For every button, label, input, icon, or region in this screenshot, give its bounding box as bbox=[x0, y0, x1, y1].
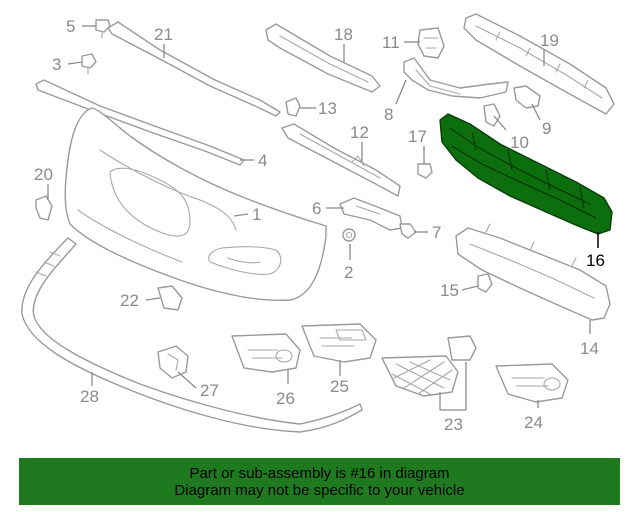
part-18-bracket bbox=[265, 23, 381, 93]
callout-3: 3 bbox=[52, 55, 61, 74]
part-4-molding bbox=[35, 79, 245, 166]
part-5-bolt bbox=[95, 19, 111, 39]
callout-11: 11 bbox=[382, 33, 400, 52]
parts-diagram: 5 3 21 4 1 20 6 2 18 11 8 13 12 17 10 9 … bbox=[21, 13, 615, 434]
callout-16: 16 bbox=[586, 251, 605, 270]
callout-14: 14 bbox=[580, 339, 599, 358]
part-22-clip bbox=[157, 285, 183, 311]
callout-1: 1 bbox=[252, 205, 261, 224]
part-24-fog-cover bbox=[495, 363, 569, 403]
callout-4: 4 bbox=[258, 151, 267, 170]
callout-25: 25 bbox=[330, 377, 349, 396]
callout-13: 13 bbox=[318, 99, 337, 118]
callout-2: 2 bbox=[344, 263, 353, 282]
callout-18: 18 bbox=[334, 25, 353, 44]
callout-10: 10 bbox=[510, 133, 529, 152]
part-7-bolt bbox=[399, 223, 417, 239]
part-9-connector bbox=[513, 85, 541, 109]
part-11-bracket bbox=[417, 27, 445, 59]
callout-23: 23 bbox=[444, 415, 463, 434]
callout-5: 5 bbox=[66, 17, 75, 36]
part-14-lower-absorber bbox=[455, 223, 611, 321]
banner-line-1: Part or sub-assembly is #16 in diagram bbox=[189, 464, 450, 482]
part-12-bracket bbox=[281, 123, 401, 197]
callout-21: 21 bbox=[154, 25, 173, 44]
callout-12: 12 bbox=[350, 123, 369, 142]
part-21-molding bbox=[107, 21, 281, 117]
callout-7: 7 bbox=[432, 223, 441, 242]
part-8-bracket bbox=[403, 57, 509, 99]
part-23-grille bbox=[381, 335, 477, 397]
callout-22: 22 bbox=[120, 291, 139, 310]
leader-lines bbox=[47, 25, 599, 411]
part-info-banner: Part or sub-assembly is #16 in diagram D… bbox=[19, 458, 620, 505]
callout-17: 17 bbox=[408, 127, 427, 146]
callout-labels: 5 3 21 4 1 20 6 2 18 11 8 13 12 17 10 9 … bbox=[34, 17, 605, 434]
part-6-bracket bbox=[339, 197, 403, 231]
callout-24: 24 bbox=[524, 413, 543, 432]
part-16-reinforcement bbox=[439, 113, 613, 235]
part-15-bolt bbox=[477, 273, 493, 293]
callout-8: 8 bbox=[384, 105, 393, 124]
banner-line-2: Diagram may not be specific to your vehi… bbox=[174, 481, 465, 499]
part-13-clip bbox=[285, 97, 301, 117]
callout-28: 28 bbox=[80, 387, 99, 406]
part-17-bolt bbox=[417, 163, 433, 179]
callout-6: 6 bbox=[312, 199, 321, 218]
callout-9: 9 bbox=[542, 119, 551, 138]
part-3-bolt bbox=[81, 53, 97, 75]
callout-20: 20 bbox=[34, 165, 53, 184]
part-1-bumper-cover bbox=[64, 107, 327, 302]
part-25-fog-cover bbox=[301, 323, 377, 363]
part-20-trim bbox=[35, 195, 53, 221]
callout-27: 27 bbox=[200, 381, 219, 400]
callout-26: 26 bbox=[276, 389, 295, 408]
part-10-clip bbox=[483, 103, 501, 127]
callout-15: 15 bbox=[440, 281, 459, 300]
callout-19: 19 bbox=[540, 31, 559, 50]
part-2-clip bbox=[342, 228, 356, 242]
part-28-lip-spoiler bbox=[21, 237, 363, 433]
part-26-fog-cover bbox=[231, 333, 301, 373]
part-27-bracket bbox=[157, 345, 189, 379]
